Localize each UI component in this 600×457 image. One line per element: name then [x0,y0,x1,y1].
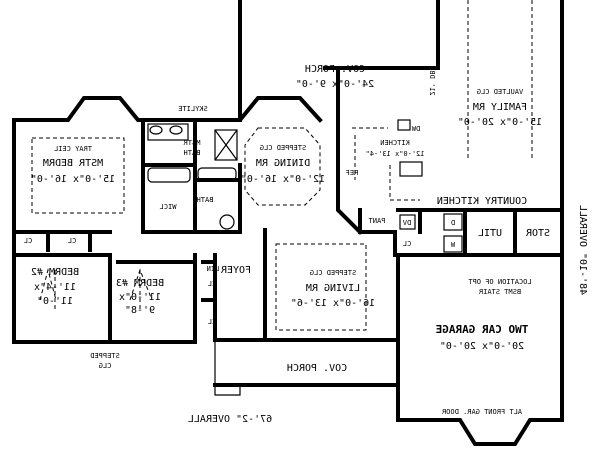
hall-cl1: CL [24,237,32,245]
foyer-cl2: CL [208,318,216,326]
living-size: 16'-0"x 13'-6" [291,298,375,309]
mstr-bath-line1: MSTR [183,139,201,147]
ref-label: REF [346,169,359,177]
dw-label: DW [411,125,420,133]
family-name: FAMILY RM [473,102,527,113]
dining-name: DINING RM [256,158,310,169]
dv-label: DV [402,219,411,227]
stepped-note-line2: CLG [99,362,112,370]
foyer-cl1: CL [208,280,216,288]
stepped-note-line1: STEPPED [90,352,120,360]
bed3-name: BEDRM #3 [116,278,164,289]
country-kitchen-name: COUNTRY KITCHEN [437,196,527,207]
garage-door-note: ALT FRONT GAR. DOOR [441,408,522,416]
bed3-size1: 11'-0"x [119,292,161,303]
top-porch-name: COV. PORCH [305,64,365,75]
family-note: VAULTED CLG [477,88,523,96]
bath-label: BATH [197,196,214,204]
kitchen-size: 12'-0"x 13'-4" [365,150,424,158]
garage-name: TWO CAR GARAGE [436,323,529,336]
wicl-label: WICL [160,203,177,211]
family-size: 15'-0"x 20'-0" [458,117,542,128]
ceiling-outlines [31,0,533,331]
foyer-label: FOYER [220,265,251,276]
mstr-bath-line2: BATH [184,149,201,157]
overall-depth: 48'-10" OVERALL [577,205,588,295]
garage-size: 20'-0"x 20'-0" [440,341,524,352]
dryer-label: D [451,219,455,227]
bed2-size1: 11'-4"x [34,282,76,293]
pant-label: PANT [368,217,386,225]
bottom-porch-name: COV. PORCH [287,363,347,374]
living-note: STEPPED CLG [310,269,356,277]
dining-note: STEPPED CLG [260,144,306,152]
skylite-label: SKYLITE [178,105,208,113]
bed2-name: BEDRM #2 [31,267,79,278]
stair-line1: LOCATION OF OPT [468,278,532,286]
lin-label: LIN [207,265,220,273]
util-label: UTIL [478,228,502,239]
exterior-walls [12,0,564,446]
dining-size: 12'-0"x 16'-0" [241,174,325,185]
master-size: 15'-0"x 16'-0" [31,174,115,185]
fixtures [147,119,463,253]
util-cl-label: CL [403,240,411,248]
master-note: TRAY CEIL [54,145,92,153]
porch-db-label: 21' DB [428,70,436,95]
top-porch-size: 24'-0"x 9'-0" [296,79,374,90]
stair-line2: BSMT STAIR [478,288,521,296]
hall-cl2: CL [68,237,76,245]
master-name: MSTR BEDRM [43,158,103,169]
living-name: LIVING RM [306,283,360,294]
overall-width: 67'-2" OVERALL [188,414,272,425]
stor-label: STOR [525,228,550,239]
bed2-size2: 11'-0" [37,296,73,307]
bed3-size2: 9'-8" [125,305,155,316]
kitchen-name: KITCHEN [380,139,410,147]
washer-label: W [450,241,455,249]
